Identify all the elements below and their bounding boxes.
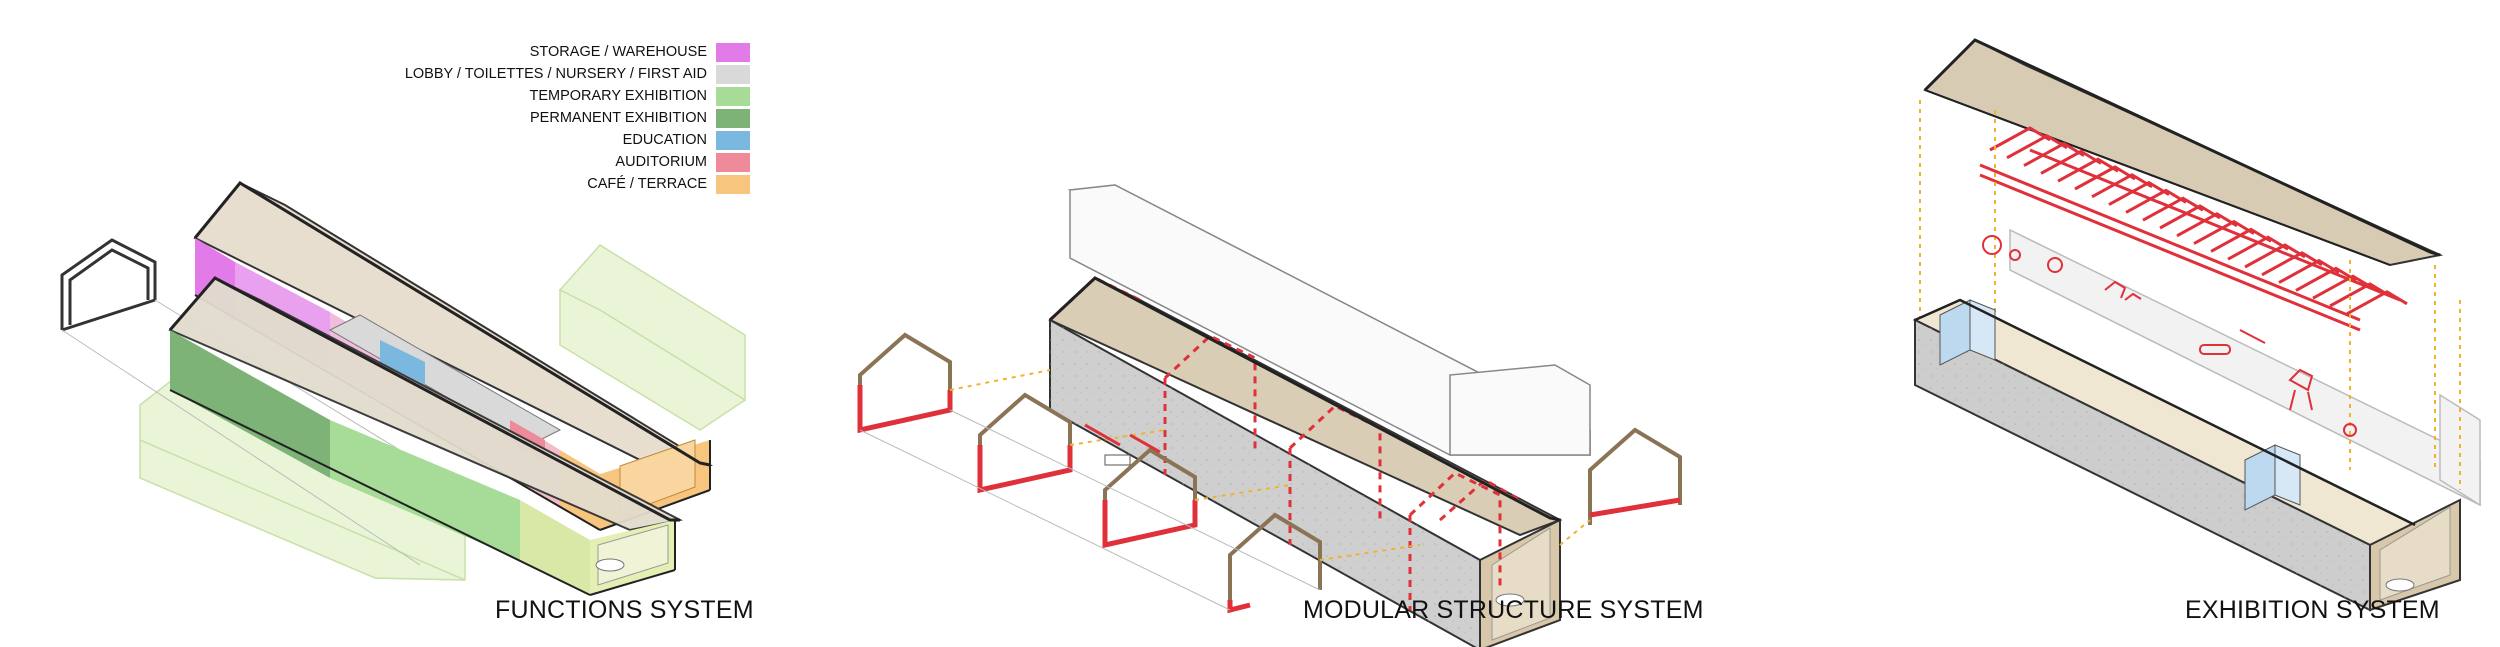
rafter [2006,134,2068,160]
functions-panel: STORAGE / WAREHOUSE LOBBY / TOILETTES / … [0,0,800,647]
rafter [2193,219,2255,245]
rafter [2057,157,2119,183]
legend-label: TEMPORARY EXHIBITION [529,88,707,104]
exhibition-caption: EXHIBITION SYSTEM [2185,596,2440,624]
section-frame-1 [857,332,953,434]
rafter [2159,204,2221,230]
legend-label: CAFÉ / TERRACE [587,176,707,192]
legend-swatch [716,64,750,84]
legend-label: EDUCATION [622,132,707,148]
rafter [2329,282,2391,308]
legend-swatch [716,174,750,194]
red-rafters [1979,148,2401,332]
functions-caption: FUNCTIONS SYSTEM [495,596,754,624]
rafter [2176,212,2238,238]
connector-pieces [1084,423,1161,466]
rafter [2346,290,2408,316]
floating-roof [1923,38,2444,267]
ghost-building-right [558,244,747,431]
rafter [2278,258,2340,284]
rafter [2091,173,2153,199]
legend-swatch [716,130,750,150]
rafter [2023,141,2085,167]
modular-axonometric-drawing [857,184,1682,647]
ghost-envelope [1067,184,1591,457]
rafter [2125,188,2187,214]
rafter-series [1989,126,2408,316]
rafter [2074,165,2136,191]
legend-label: PERMANENT EXHIBITION [530,110,707,126]
modular-caption: MODULAR STRUCTURE SYSTEM [1303,596,1704,624]
legend-label: STORAGE / WAREHOUSE [529,44,707,60]
rafter [2295,266,2357,292]
exhibition-objects [1982,235,2357,437]
functions-axonometric-drawing [60,181,747,596]
legend-item-storage: STORAGE / WAREHOUSE [530,42,750,62]
rafter [2210,227,2272,253]
legend-swatch [716,42,750,62]
exhibition-panel: EXHIBITION SYSTEM [1880,0,2500,647]
legend-item-lobby: LOBBY / TOILETTES / NURSERY / FIRST AID [405,64,750,84]
exhibition-axonometric-drawing [1912,38,2481,612]
legend-swatch [716,152,750,172]
section-frame-3 [1102,447,1198,549]
lower-volume [168,276,683,596]
assembly-guides [949,369,1591,561]
rafter [2227,235,2289,261]
concrete-base [1912,298,2461,612]
legend-label: AUDITORIUM [615,154,707,170]
rafter [2244,243,2306,269]
rafter [1989,126,2051,152]
rafter [2108,180,2170,206]
rafter [2312,274,2374,300]
legend-item-temporary-exhibition: TEMPORARY EXHIBITION [529,86,750,106]
legend-item-permanent-exhibition: PERMANENT EXHIBITION [530,108,750,128]
projection-lines [859,409,1321,611]
legend-item-education: EDUCATION [623,130,750,150]
legend-item-cafe-terrace: CAFÉ / TERRACE [587,174,750,194]
legend-label: LOBBY / TOILETTES / NURSERY / FIRST AID [404,66,707,82]
section-frame-5 [1588,427,1682,525]
modular-panel: MODULAR STRUCTURE SYSTEM [820,0,1720,647]
section-frame-2 [977,392,1073,494]
legend-item-auditorium: AUDITORIUM [615,152,750,172]
rafter [2261,251,2323,277]
rafter [2040,149,2102,175]
legend-swatch [716,108,750,128]
rafter [2142,196,2204,222]
legend-swatch [716,86,750,106]
concrete-body [1048,276,1563,647]
